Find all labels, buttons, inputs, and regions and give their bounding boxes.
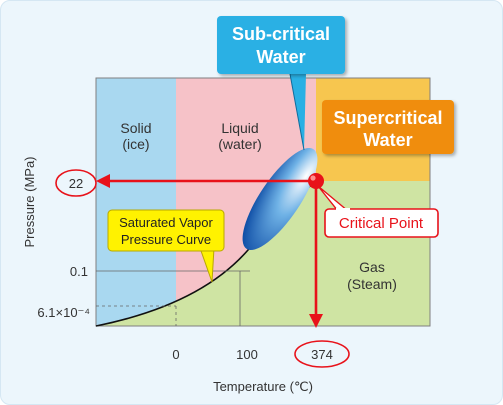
temperature-arrowhead bbox=[309, 314, 323, 328]
tick-22-highlight bbox=[55, 169, 97, 197]
y-tick-6.1e-4: 6.1×10⁻⁴ bbox=[37, 305, 90, 320]
subcritical-label: Sub-critical bbox=[232, 24, 330, 44]
liquid-label: Liquid bbox=[221, 120, 258, 136]
supercritical-callout bbox=[322, 100, 454, 154]
x-tick-374: 374 bbox=[311, 347, 333, 362]
subcritical-bubble bbox=[242, 148, 318, 250]
x-tick-100: 100 bbox=[236, 347, 258, 362]
saturated-vapor-callout bbox=[107, 209, 225, 252]
saturated-vapor-sublabel: Pressure Curve bbox=[121, 232, 211, 247]
subcritical-sublabel: Water bbox=[256, 47, 305, 67]
critical-point-marker bbox=[308, 173, 324, 189]
pressure-arrowhead bbox=[96, 174, 110, 188]
solid-label: Solid bbox=[120, 120, 151, 136]
y-tick-22: 22 bbox=[69, 176, 83, 191]
tick-374-highlight bbox=[294, 340, 350, 368]
supercritical-label: Supercritical bbox=[333, 108, 442, 128]
gas-sublabel: (Steam) bbox=[347, 276, 397, 292]
liquid-sublabel: (water) bbox=[218, 136, 262, 152]
y-tick-0.1: 0.1 bbox=[70, 264, 88, 279]
plot-border bbox=[95, 77, 431, 327]
y-axis-label: Pressure (MPa) bbox=[22, 156, 37, 247]
saturated-vapor-label: Saturated Vapor bbox=[119, 215, 213, 230]
critical-point-pointer-join bbox=[336, 208, 350, 212]
supercritical-sublabel: Water bbox=[363, 130, 412, 150]
gas-label: Gas bbox=[359, 259, 385, 275]
solid-region bbox=[96, 78, 176, 326]
solid-sublabel: (ice) bbox=[122, 136, 149, 152]
subcritical-callout bbox=[217, 16, 345, 74]
x-axis-label: Temperature (℃) bbox=[213, 379, 313, 394]
critical-point-callout bbox=[324, 208, 439, 238]
x-tick-0: 0 bbox=[172, 347, 179, 362]
critical-point-label: Critical Point bbox=[339, 215, 424, 232]
subcritical-pointer-edge bbox=[289, 73, 305, 151]
critical-point-highlight bbox=[310, 175, 316, 181]
